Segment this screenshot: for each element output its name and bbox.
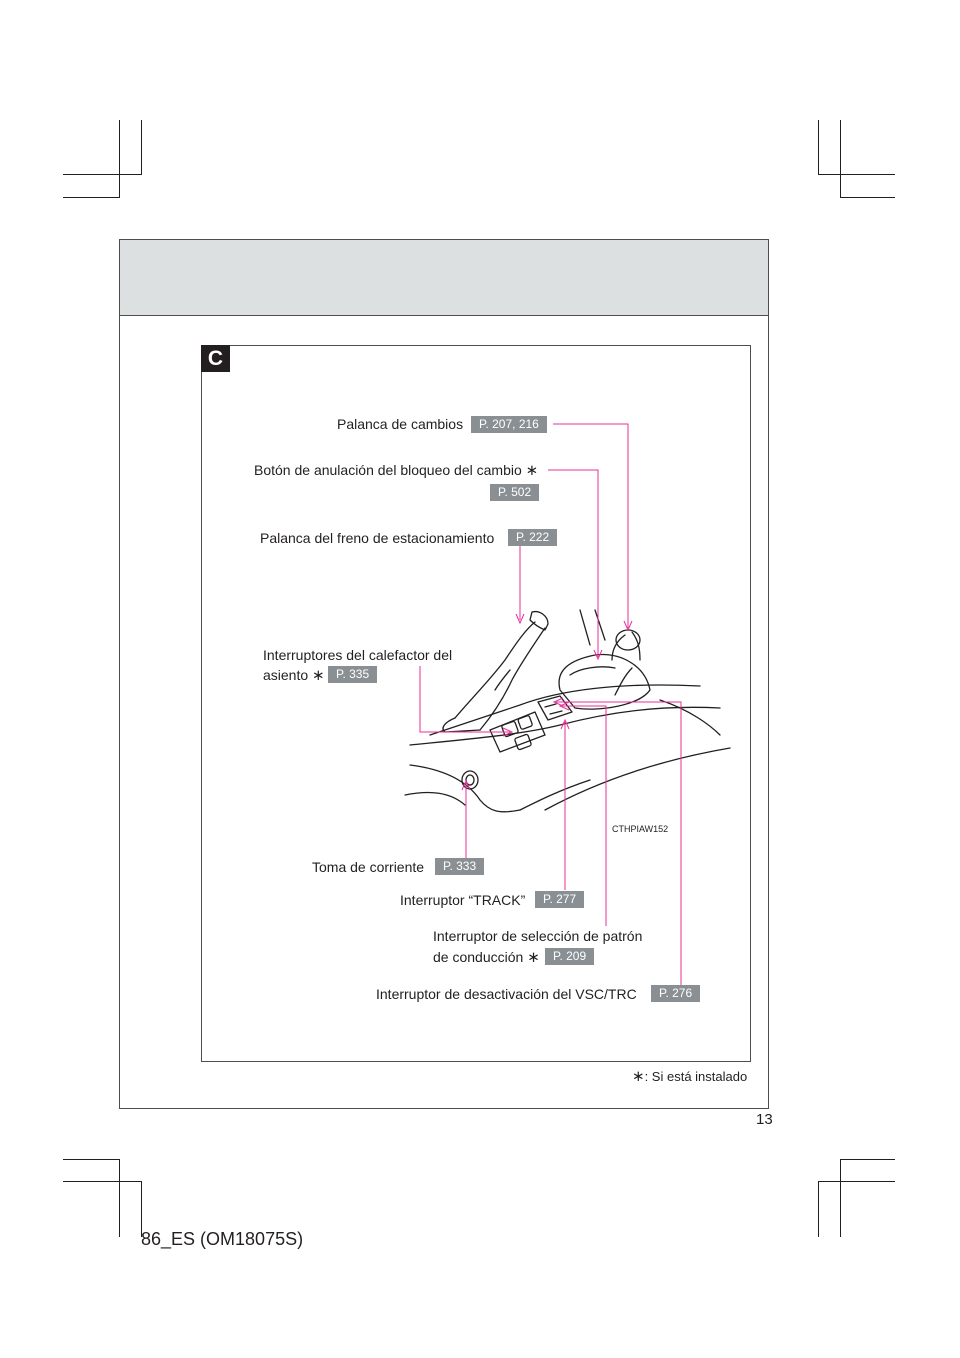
track-switch-page-ref[interactable]: P. 277 — [535, 891, 585, 908]
document-code: 86_ES (OM18075S) — [141, 1229, 304, 1249]
track-switch-label: Interruptor “TRACK” — [400, 892, 526, 908]
page-number: 13 — [756, 1111, 773, 1128]
section-letter-badge: C — [201, 345, 230, 372]
illustration-panel — [201, 345, 751, 1062]
header-band — [120, 240, 768, 316]
drive-mode-label-line1: Interruptor de selección de patrón — [433, 928, 643, 944]
optional-star-icon: ∗ — [527, 949, 540, 966]
optional-star-icon: ∗ — [525, 462, 539, 479]
drive-mode-page-ref[interactable]: P. 209 — [545, 948, 595, 965]
drive-mode-label-line2: de conducción ∗ — [433, 949, 540, 966]
optional-star-icon: ∗ — [632, 1068, 645, 1085]
power-outlet-page-ref[interactable]: P. 333 — [435, 858, 485, 875]
parking-brake-label: Palanca del freno de estacionamiento — [260, 530, 495, 546]
parking-brake-page-ref[interactable]: P. 222 — [508, 529, 558, 546]
footnote: ∗: Si está instalado — [632, 1068, 748, 1085]
optional-star-icon: ∗ — [312, 667, 325, 684]
illustration-code: CTHPIAW152 — [612, 824, 669, 834]
vsc-trc-off-page-ref[interactable]: P. 276 — [651, 985, 701, 1002]
seat-heater-label-line1: Interruptores del calefactor del — [263, 647, 453, 663]
shift-lock-release-page-ref[interactable]: P. 502 — [490, 484, 540, 501]
leader-lines — [419, 423, 682, 985]
seat-heater-page-ref[interactable]: P. 335 — [328, 666, 378, 683]
seat-heater-label-line2: asiento ∗ — [263, 667, 325, 684]
page-frame — [119, 239, 769, 1109]
shift-lever-label: Palanca de cambios — [337, 416, 464, 432]
power-outlet-label: Toma de corriente — [312, 859, 425, 875]
shift-lock-release-label: Botón de anulación del bloqueo del cambi… — [254, 462, 539, 479]
shift-lever-page-ref[interactable]: P. 207, 216 — [471, 416, 547, 433]
vsc-trc-off-label: Interruptor de desactivación del VSC/TRC — [376, 986, 637, 1002]
